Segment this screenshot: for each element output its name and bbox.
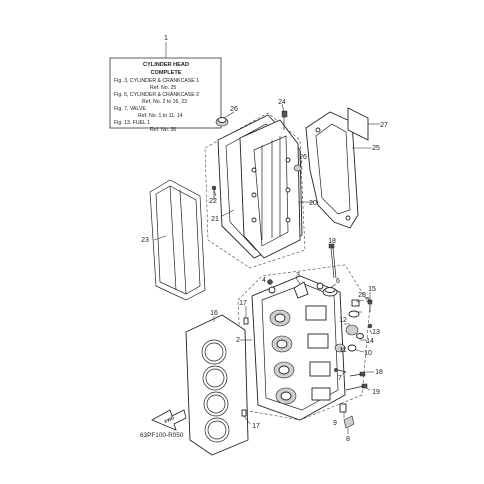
callout-18-lower: 18 [375, 369, 383, 376]
callout-4: 4 [262, 277, 266, 284]
callout-10: 10 [364, 350, 372, 357]
box-line-8: Ref. No. 36 [150, 127, 176, 133]
callout-16: 16 [210, 310, 218, 317]
callout-11: 11 [339, 347, 346, 354]
fwd-label: FWD [164, 415, 176, 425]
callout-13: 13 [372, 329, 380, 336]
box-title-line-2: COMPLETE [150, 70, 181, 76]
box-line-6: Ref. No. 1 to 11, 14 [138, 113, 183, 119]
box-line-1: Fig. 3, CYLINDER & CRANKCASE 1 [114, 78, 199, 84]
callout-2: 2 [236, 337, 240, 344]
box-line-7: Fig. 13, FUEL 1 [114, 120, 150, 126]
seal-28 [348, 310, 360, 318]
bolt-22 [211, 185, 217, 200]
bolt-13 [367, 323, 373, 329]
bolt-18-lower [349, 371, 366, 377]
head-assembly-outline [237, 264, 371, 421]
fitting-9 [339, 403, 347, 413]
callout-26-right: 26 [299, 154, 307, 161]
callout-9: 9 [333, 420, 337, 427]
head-gasket-16 [185, 314, 249, 456]
drawing-code: 63PF100-R050 [140, 432, 184, 439]
callout-1: 1 [164, 35, 168, 42]
bolt-18-upper [328, 243, 337, 279]
callout-8: 8 [346, 436, 350, 443]
callout-24: 24 [278, 99, 286, 106]
callout-14: 14 [366, 338, 374, 345]
callout-27: 27 [380, 122, 388, 129]
bolt-24 [281, 110, 288, 130]
plate-27 [347, 107, 369, 141]
fwd-arrow-icon: FWD [151, 409, 187, 431]
cover-20 [239, 119, 301, 259]
fitting-11 [334, 343, 346, 353]
gasket-23 [149, 179, 206, 301]
plug-10 [347, 344, 357, 352]
box-line-3: Fig. 5, CYLINDER & CRANKCASE 2 [114, 92, 199, 98]
cylinder-head-2 [251, 275, 346, 421]
callout-28: 28 [358, 292, 366, 299]
info-box: 1 CYLINDER HEAD COMPLETE Fig. 3, CYLINDE… [109, 35, 222, 133]
exhaust-cover-25 [305, 111, 359, 229]
cap-6 [322, 287, 338, 297]
callout-3: 3 [296, 272, 300, 279]
screw-7 [333, 367, 347, 373]
box-line-2: Ref. No. 25 [150, 85, 176, 91]
callout-12: 12 [339, 317, 347, 324]
pin-17-lower [241, 409, 247, 417]
leader-lines [153, 103, 380, 434]
callout-17-upper: 17 [239, 300, 247, 307]
plug-8 [343, 415, 355, 429]
washer-14 [356, 333, 364, 339]
plug-26-top [215, 117, 229, 127]
bolt-19 [345, 383, 368, 391]
callout-6: 6 [336, 278, 340, 285]
callout-19: 19 [372, 389, 380, 396]
pin-17-upper [243, 317, 249, 325]
callout-22: 22 [209, 198, 217, 205]
callout-5: 5 [366, 297, 370, 304]
callout-26-top: 26 [230, 106, 238, 113]
callout-21: 21 [211, 216, 219, 223]
callouts: 26 24 27 25 26 22 21 20 23 18 4 6 3 15 5… [141, 99, 388, 443]
box-line-4: Ref. No. 2 to 16, 23 [142, 99, 187, 105]
valve-12 [345, 324, 359, 336]
callout-7: 7 [338, 375, 342, 382]
callout-20: 20 [309, 200, 317, 207]
cover-assembly-outline [204, 112, 306, 269]
callout-15: 15 [368, 286, 376, 293]
fitting-3 [293, 281, 309, 299]
callout-25: 25 [372, 145, 380, 152]
callout-18-upper: 18 [328, 238, 336, 245]
box-line-5: Fig. 7, VALVE [114, 106, 146, 112]
sensor-5 [351, 299, 360, 307]
callout-23: 23 [141, 237, 149, 244]
box-title-line-1: CYLINDER HEAD [143, 62, 189, 68]
plug-26-right [293, 164, 303, 172]
callout-17-lower: 17 [252, 423, 260, 430]
